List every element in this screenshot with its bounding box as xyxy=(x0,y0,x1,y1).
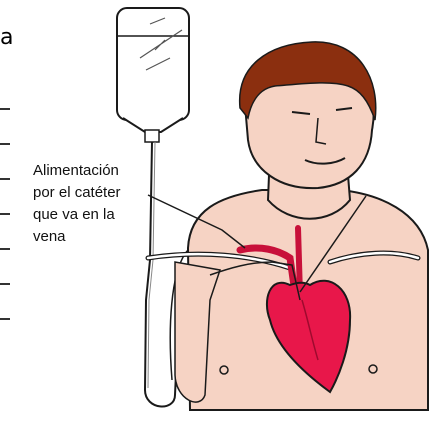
callout-line: Alimentación xyxy=(33,160,163,182)
callout-line: vena xyxy=(33,226,163,248)
cropped-dash-marks xyxy=(0,108,14,353)
cropped-text-fragment: a xyxy=(0,25,13,50)
callout-label: Alimentación por el catéter que va en la… xyxy=(33,160,163,248)
head xyxy=(240,42,376,188)
callout-line: que va en la xyxy=(33,204,163,226)
callout-line: por el catéter xyxy=(33,182,163,204)
iv-bag xyxy=(117,8,189,142)
